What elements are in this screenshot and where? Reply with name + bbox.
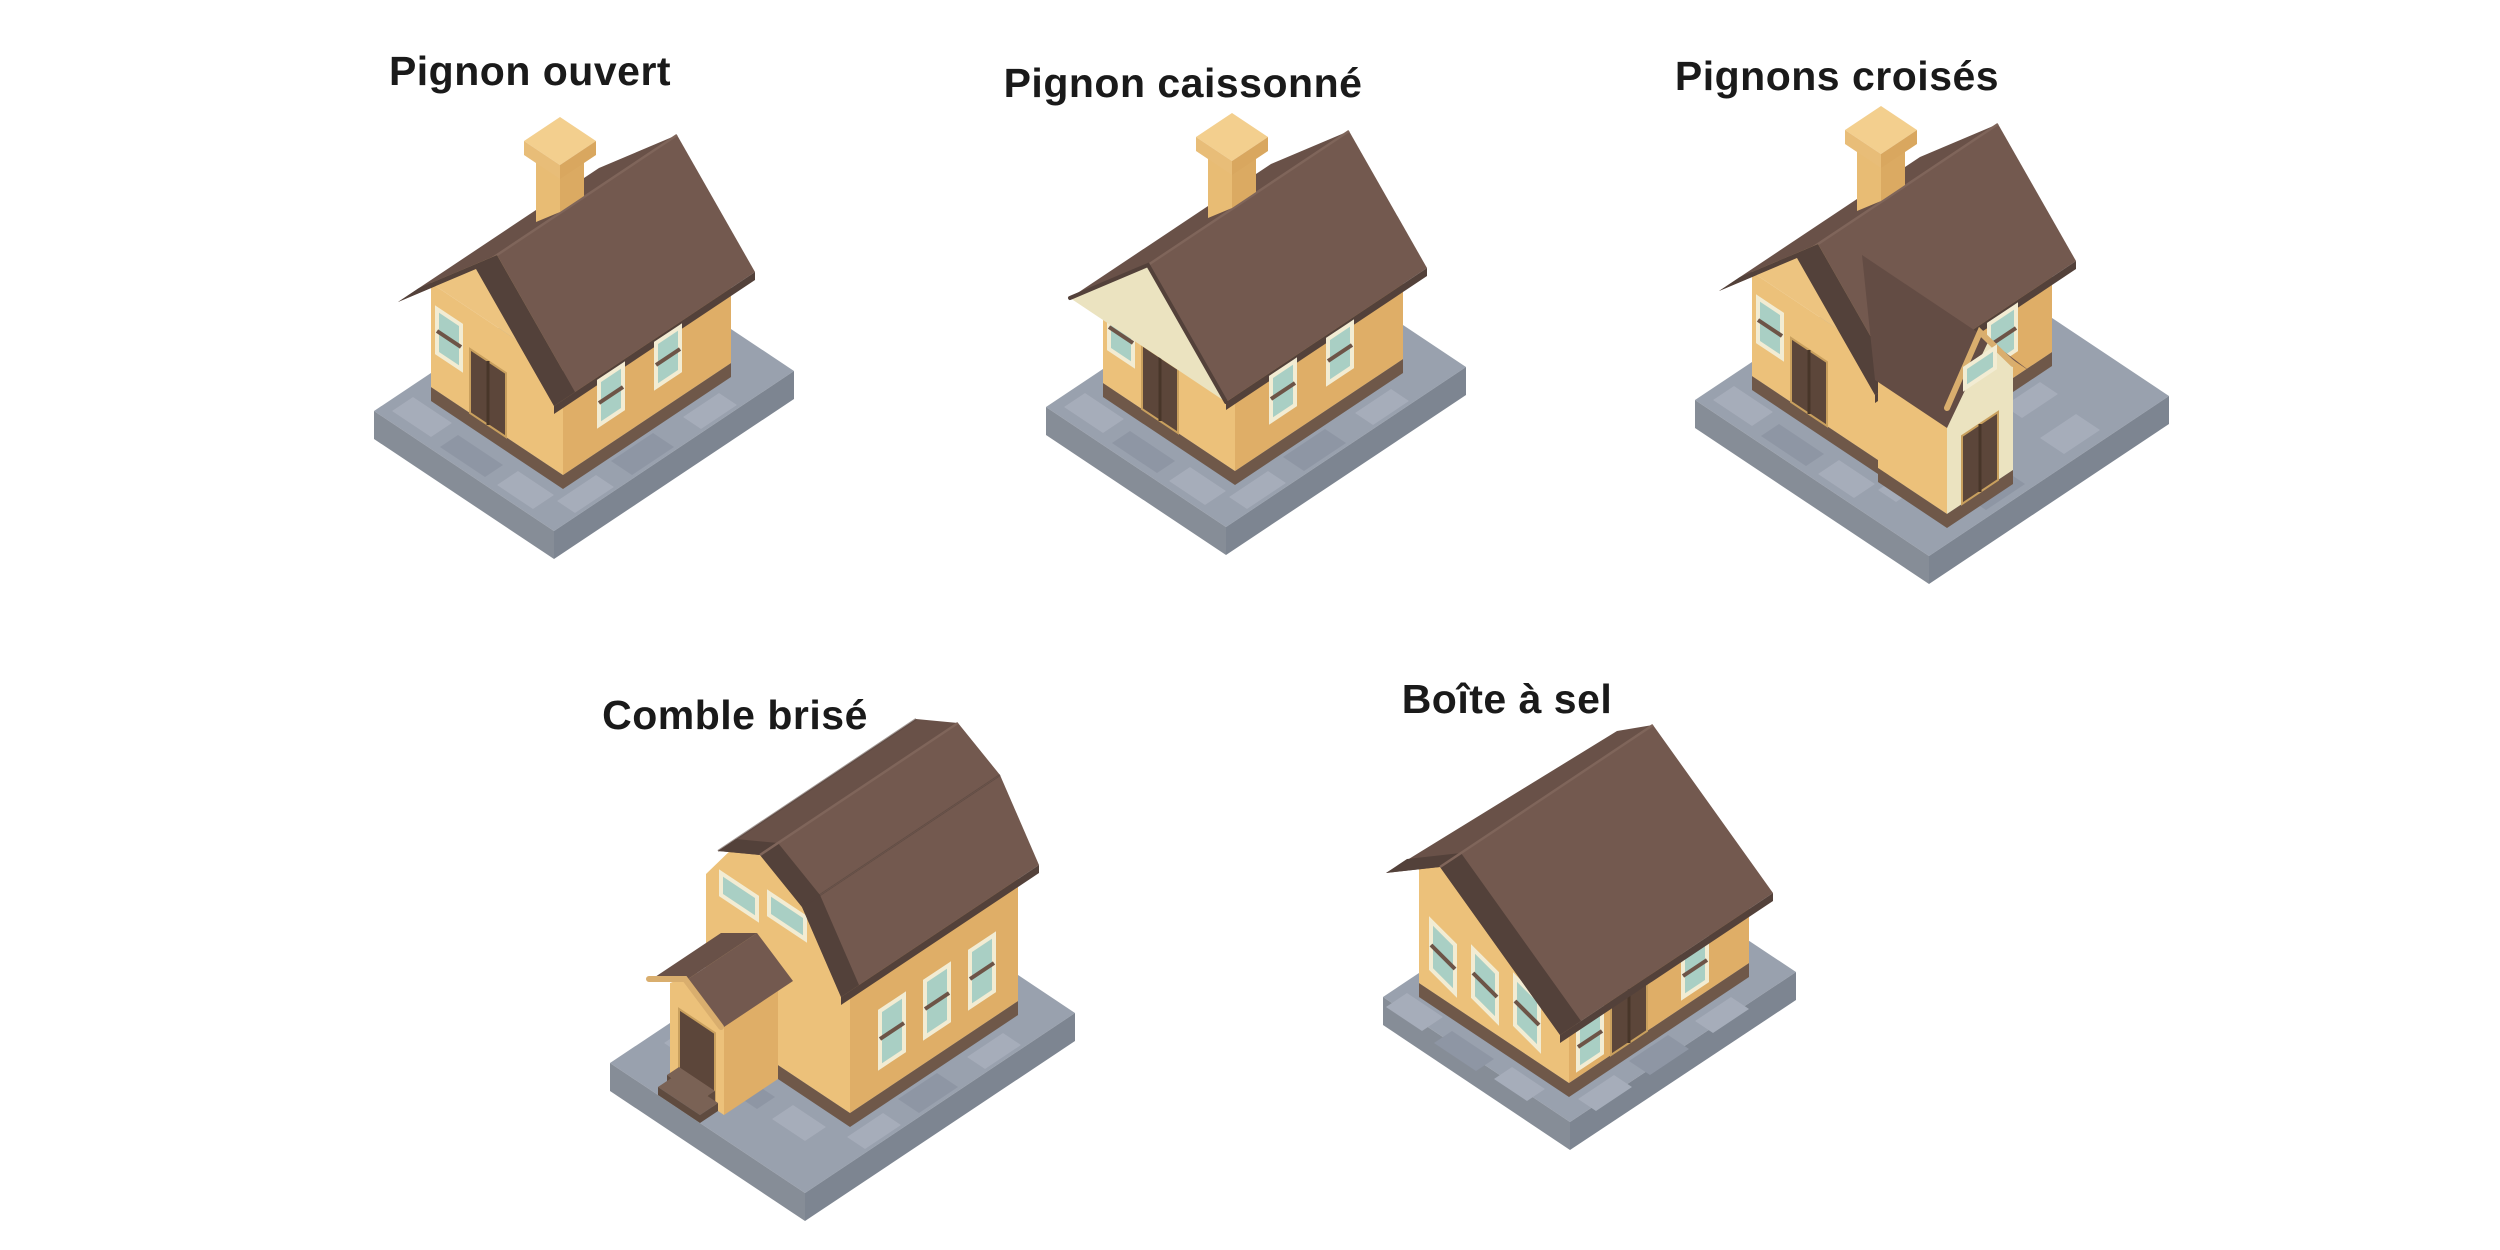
platform-left-side bbox=[1383, 997, 1570, 1150]
platform-tile bbox=[2040, 414, 2100, 454]
cross-gable-wing bbox=[1862, 255, 2031, 528]
platform-right-side bbox=[805, 1013, 1075, 1221]
step bbox=[667, 1067, 715, 1099]
step-face bbox=[658, 1087, 700, 1123]
foundation bbox=[850, 1001, 1018, 1127]
roof-upper-left-slope bbox=[718, 719, 958, 855]
upper-window bbox=[767, 889, 807, 943]
roof-short-slope bbox=[1386, 725, 1653, 873]
platform-left-side bbox=[1695, 400, 1929, 584]
house-pignons-croises bbox=[1695, 104, 2169, 584]
roof-overhang-underside bbox=[398, 255, 575, 406]
platform-tiles bbox=[1434, 1031, 1689, 1075]
entry-porch bbox=[646, 933, 793, 1123]
house-pignon-ouvert bbox=[374, 115, 794, 559]
wing-gable-trim bbox=[1944, 326, 2016, 411]
roof-overhang-underside bbox=[673, 839, 859, 997]
gable-trim bbox=[1068, 262, 1228, 404]
label-pignons-croises: Pignons croisés bbox=[1674, 53, 2000, 99]
eave-edge bbox=[841, 865, 1039, 1005]
porch-roof-left-slope bbox=[649, 933, 757, 981]
label-comble-brise: Comble brisé bbox=[602, 692, 868, 738]
porch-gable-trim bbox=[646, 976, 724, 1030]
wing-gable-window bbox=[1963, 344, 1997, 392]
platform-right-side bbox=[1929, 396, 2169, 584]
foundation bbox=[1419, 983, 1569, 1097]
platform-right-side bbox=[1570, 972, 1796, 1150]
house-pignon-caissonne bbox=[1046, 111, 1466, 555]
house-comble-brise bbox=[610, 718, 1075, 1221]
platform-left-side bbox=[610, 1063, 805, 1221]
boxed-gable-panel bbox=[1070, 265, 1226, 402]
eave-edge bbox=[1560, 893, 1773, 1043]
upper-window bbox=[719, 869, 759, 923]
label-pignon-ouvert: Pignon ouvert bbox=[388, 48, 672, 94]
wing-foundation bbox=[1947, 470, 2013, 528]
roof-overhang-underside bbox=[1386, 853, 1581, 1035]
roof-upper-right-slope bbox=[760, 723, 1000, 907]
house-boite-a-sel bbox=[1383, 723, 1796, 1150]
label-pignon-caissonne: Pignon caissonné bbox=[1003, 60, 1363, 106]
step bbox=[658, 1075, 718, 1115]
porch-roof-right-slope bbox=[685, 933, 793, 1029]
label-boite-a-sel: Boîte à sel bbox=[1401, 676, 1613, 722]
wing-foundation bbox=[1878, 468, 1947, 528]
foundation bbox=[1569, 963, 1749, 1097]
roof-lower-right-slope bbox=[802, 775, 1039, 997]
step-face bbox=[700, 1103, 718, 1123]
platform-tiles bbox=[1386, 993, 1749, 1111]
